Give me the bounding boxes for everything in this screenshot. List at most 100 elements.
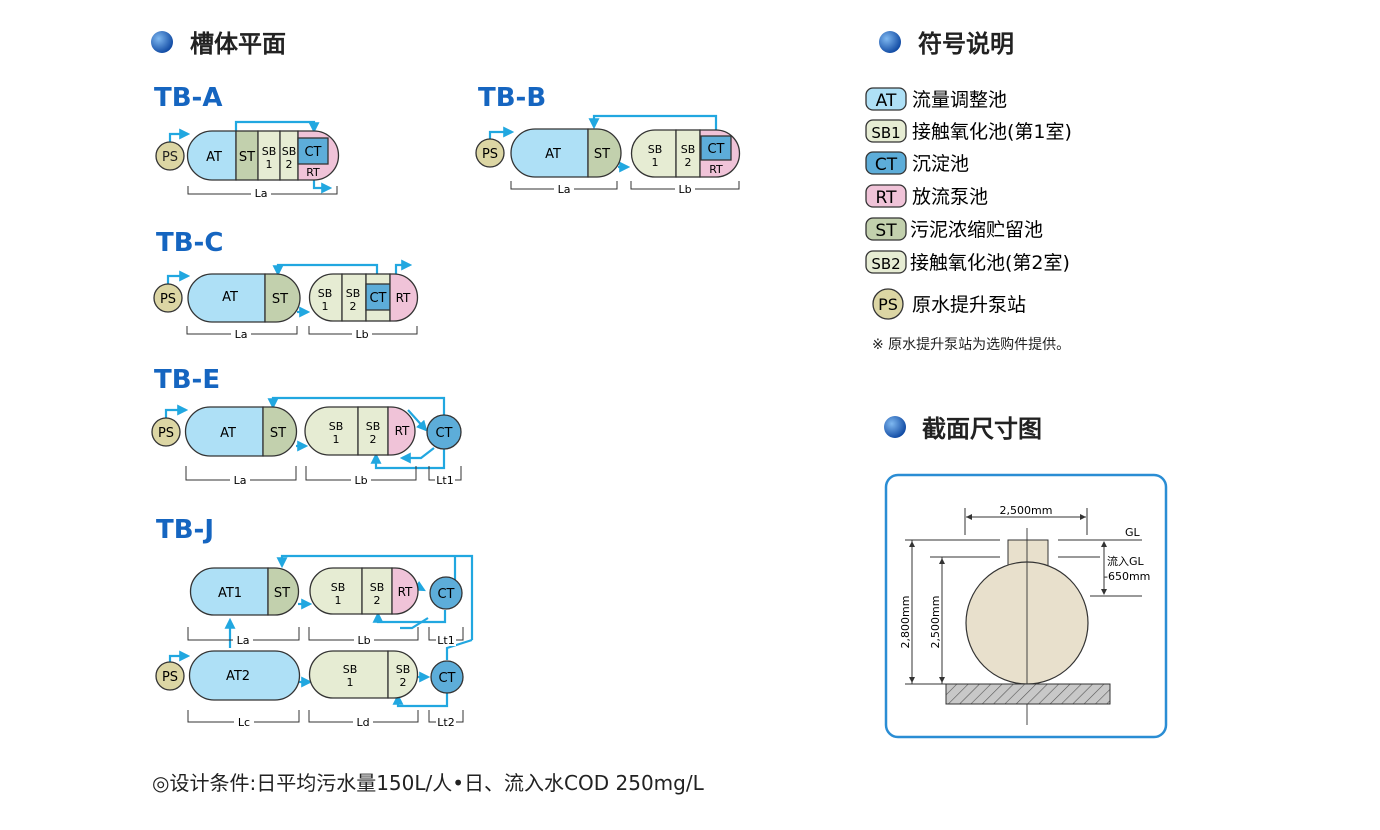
cell-rt — [391, 567, 419, 615]
legend-note: ※ 原水提升泵站为选购件提供。 — [872, 337, 1070, 353]
dim-lb: Lb — [355, 328, 368, 341]
st-label: ST — [270, 426, 286, 441]
cell-sb1 — [630, 129, 677, 178]
cell-st — [267, 567, 300, 616]
gl-label: GL — [1125, 526, 1141, 539]
legend-code: PS — [878, 295, 898, 314]
dim-la: La — [234, 474, 247, 487]
st-label: ST — [274, 586, 290, 601]
section-drawing: 2,500mm GL 流入GL -650mm 2,800mm 2,500mm — [884, 473, 1168, 739]
rt-label: RT — [395, 424, 410, 438]
section-header: 截面尺寸图 — [884, 415, 1042, 443]
cell-at1 — [189, 567, 269, 616]
cell-at — [187, 273, 266, 323]
dim-la: La — [235, 328, 248, 341]
legend-code: SB2 — [871, 255, 900, 273]
rt-label: RT — [396, 291, 411, 305]
pump-station-ps — [155, 141, 185, 171]
ps-label: PS — [162, 670, 178, 685]
legend-text: 流量调整池 — [912, 89, 1007, 111]
cell-at — [510, 128, 589, 178]
at-label: AT — [206, 150, 222, 165]
dim-lb: Lb — [354, 474, 367, 487]
ct-label: CT — [437, 587, 454, 602]
legend-code: SB1 — [871, 124, 900, 142]
cell-sb1 — [308, 650, 389, 699]
pump-station-ps — [151, 417, 181, 447]
dim-lb: Lb — [678, 183, 691, 196]
cell-sb1 — [309, 567, 363, 615]
legend-item-sb2: SB2 接触氧化池(第2室) — [865, 250, 1070, 274]
st-label: ST — [239, 150, 255, 165]
legend-code: CT — [875, 155, 898, 175]
rt-label: RT — [306, 166, 320, 179]
ps-label: PS — [482, 147, 498, 162]
cell-st — [264, 273, 301, 323]
cell-ct — [700, 135, 732, 161]
legend-text: 沉淀池 — [912, 153, 969, 175]
legend-code: ST — [875, 221, 897, 241]
height-outer-label: 2,800mm — [899, 596, 912, 649]
dim-la: La — [255, 187, 268, 200]
legend-item-sb1: SB1 接触氧化池(第1室) — [865, 119, 1072, 143]
legend: AT 流量调整池 SB1 接触氧化池(第1室) CT 沉淀池 RT 放流泵池 S… — [865, 87, 1072, 353]
dim-la: La — [558, 183, 571, 196]
bullet-icon — [884, 416, 906, 438]
dim-ld: Ld — [356, 716, 369, 729]
legend-item-st: ST 污泥浓缩贮留池 — [865, 217, 1043, 241]
model-title: TB-B — [478, 83, 546, 113]
legend-code: AT — [876, 91, 897, 111]
dim-lt2: Lt2 — [437, 716, 454, 729]
section-title: 截面尺寸图 — [922, 415, 1042, 443]
legend-text: 接触氧化池(第1室) — [912, 121, 1072, 143]
ps-label: PS — [162, 150, 178, 165]
inflow-label-2: -650mm — [1104, 570, 1150, 583]
cell-st — [262, 406, 298, 457]
at-label: AT — [545, 147, 561, 162]
cell-rt — [387, 406, 416, 456]
height-inner-label: 2,500mm — [929, 596, 942, 649]
legend-text: 放流泵池 — [912, 186, 988, 208]
ct-label: CT — [438, 671, 455, 686]
cell-st — [587, 128, 622, 178]
pump-station-ps — [153, 283, 183, 313]
cell-at2 — [188, 650, 301, 701]
design-conditions: ◎设计条件:日平均污水量150L/人•日、流入水COD 250mg/L — [152, 771, 705, 795]
model-title: TB-E — [154, 365, 220, 395]
model-title: TB-A — [154, 83, 222, 113]
cell-ct — [297, 137, 329, 165]
st-label: ST — [272, 292, 288, 307]
plan-header: 槽体平面 — [151, 30, 286, 58]
width-label: 2,500mm — [1000, 504, 1053, 517]
dim-lc: Lc — [238, 716, 250, 729]
cell-sb1 — [304, 406, 359, 456]
legend-item-rt: RT 放流泵池 — [865, 184, 988, 208]
cell-sb2 — [357, 406, 389, 456]
inflow-label-1: 流入GL — [1107, 554, 1145, 568]
bullet-icon — [879, 31, 901, 53]
dim-lt1: Lt1 — [437, 634, 454, 647]
rt-label: RT — [398, 585, 413, 599]
ct-label: CT — [304, 145, 321, 160]
at2-label: AT2 — [226, 669, 250, 684]
cell-at — [186, 130, 237, 181]
ct-label: CT — [707, 142, 724, 157]
pump-station-ps — [155, 661, 185, 691]
legend-item-ct: CT 沉淀池 — [865, 151, 969, 175]
at1-label: AT1 — [218, 586, 242, 601]
legend-item-ps: PS 原水提升泵站 — [872, 288, 1026, 320]
dim-la: La — [237, 634, 250, 647]
